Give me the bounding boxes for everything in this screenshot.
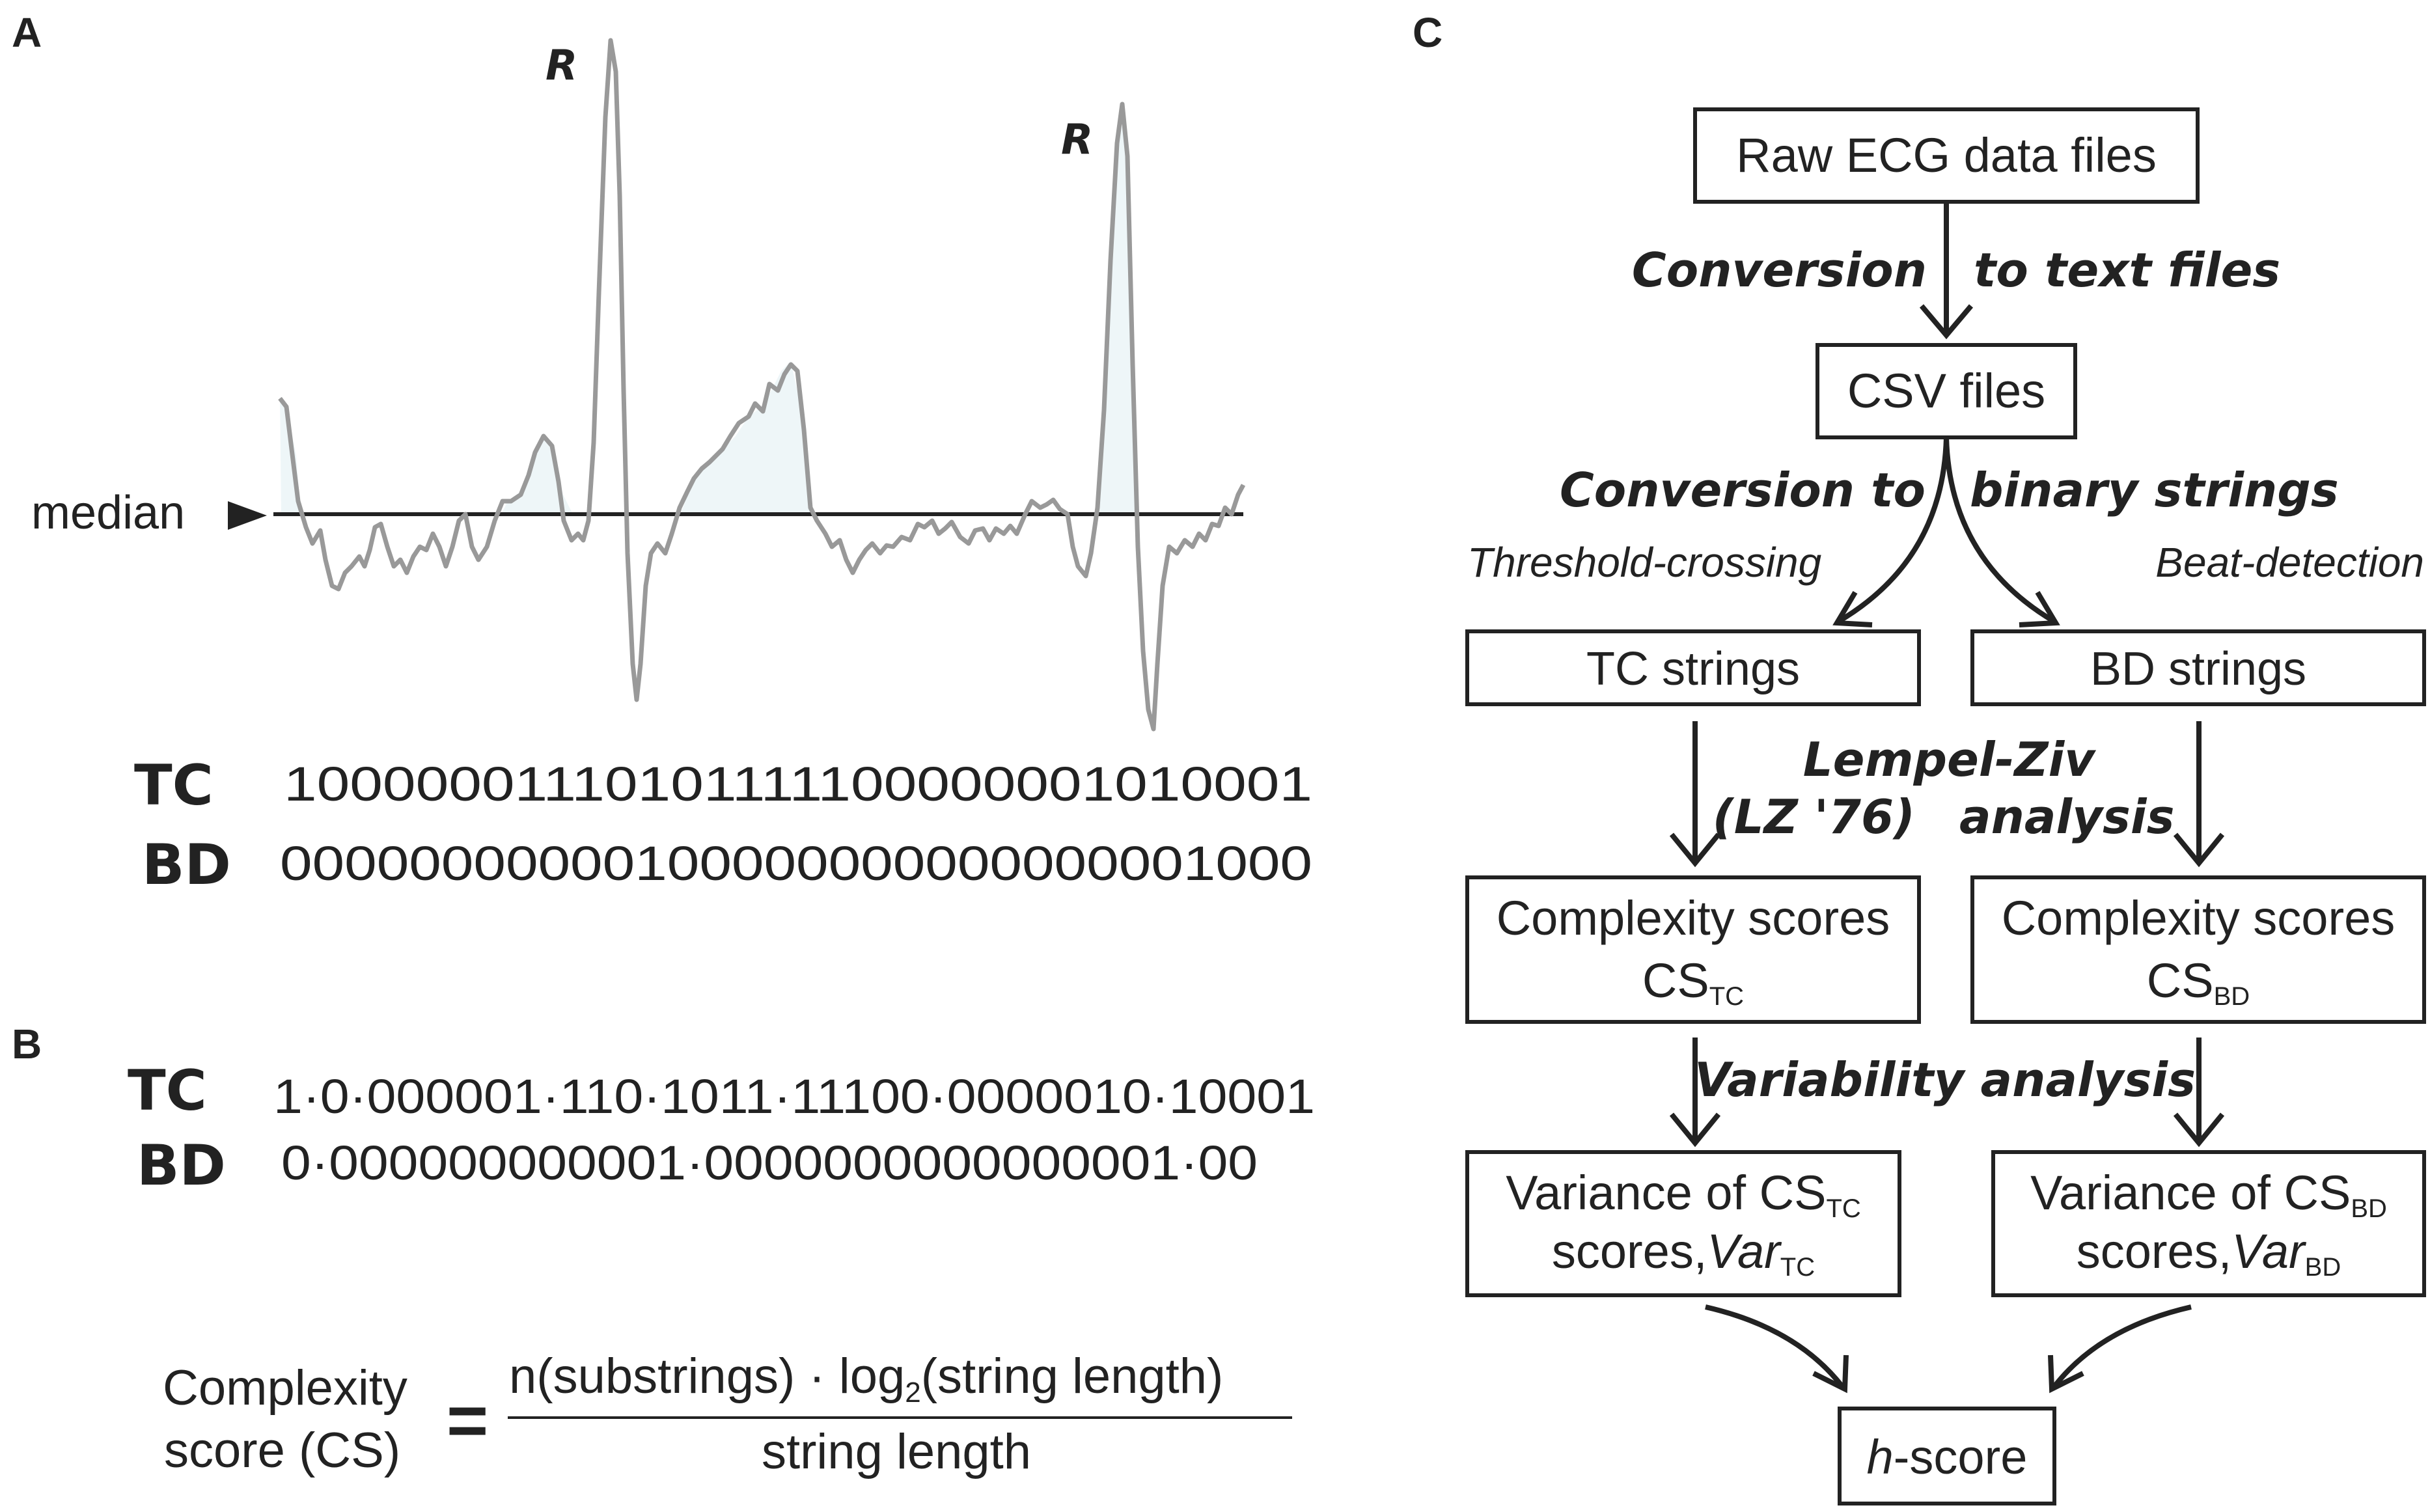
box-cs-tc-line2: CSTC (1642, 954, 1744, 1011)
formula-equals: = (447, 1381, 488, 1461)
box-csv-label: CSV files (1847, 364, 2045, 418)
arrowhead-var-bd-to-h (2048, 1354, 2084, 1394)
complexity-formula: Complexity score (CS) = n(substrings) · … (163, 1349, 1292, 1479)
ecg-trace-group (228, 38, 1246, 732)
r-peak-label-1: R (545, 42, 577, 90)
arrowhead-cs-bd-to-var (2173, 1112, 2225, 1148)
bd-parsed-string: 0·000000000001·0000000000000001·00 (281, 1136, 1258, 1190)
formula-num-right: (string length) (921, 1349, 1224, 1404)
var-bd-var: Var (2231, 1224, 2307, 1278)
var-tc-line1-text: Variance of CS (1506, 1166, 1826, 1220)
step4-label: Variability analysis (1694, 1052, 2196, 1107)
step3-label-line2-right: analysis (1959, 790, 2174, 844)
tc-label-b: TC (128, 1058, 207, 1123)
var-tc-line1-sub: TC (1826, 1194, 1860, 1223)
formula-num-sub: 2 (905, 1377, 920, 1409)
box-h-score-label: h-score (1867, 1430, 2028, 1484)
box-raw-ecg (1693, 107, 2200, 204)
box-csv (1816, 343, 2077, 439)
formula-num-left: n(substrings) · log (509, 1349, 905, 1404)
box-cs-bd-line1: Complexity scores (2002, 891, 2395, 945)
box-cs-tc (1465, 875, 1921, 1024)
box-var-bd (1991, 1150, 2426, 1297)
box-cs-tc-line1: Complexity scores (1497, 891, 1890, 945)
method-bd-label: Beat-detection (2155, 539, 2424, 586)
box-h-score (1838, 1407, 2056, 1505)
r-peak-label-2: R (1061, 116, 1093, 164)
box-var-tc-line2: scores,VarTC (1552, 1224, 1815, 1282)
var-tc-line2-text: scores, (1552, 1224, 1707, 1278)
box-bd-strings (1970, 629, 2426, 706)
method-tc-label: Threshold-crossing (1467, 539, 1822, 586)
box-cs-bd (1970, 875, 2426, 1024)
formula-lhs-line2: score (CS) (164, 1423, 400, 1478)
step3-label-line1: Lempel-Ziv (1803, 732, 2097, 787)
arrow-csv-to-bd (1944, 437, 2056, 624)
box-bd-strings-label: BD strings (2090, 643, 2306, 695)
median-arrow-icon (228, 501, 267, 530)
var-bd-line2-text: scores, (2077, 1224, 2232, 1278)
panel-b-label: B (12, 1021, 42, 1067)
h-score-rest: -score (1894, 1430, 2028, 1484)
panel-c-label: C (1413, 9, 1443, 56)
tc-label-a: TC (134, 753, 214, 818)
var-tc-var: Var (1707, 1224, 1782, 1278)
var-tc-var-sub: TC (1780, 1253, 1815, 1282)
step1-label-right: to text files (1974, 243, 2280, 297)
step3-label-line2-left: (LZ '76) (1713, 790, 1915, 844)
ecg-trace (278, 38, 1246, 732)
var-bd-line1-text: Variance of CS (2030, 1166, 2351, 1220)
arrowhead-tc-to-cs (1669, 832, 1721, 868)
box-raw-ecg-label: Raw ECG data files (1736, 128, 2157, 182)
box-tc-strings (1465, 629, 1921, 706)
formula-denominator: string length (762, 1424, 1031, 1479)
panel-a-label: A (12, 9, 42, 56)
box-cs-bd-line2: CSBD (2147, 954, 2250, 1011)
arrow-csv-to-tc (1836, 437, 1949, 624)
step1-label-left: Conversion (1632, 243, 1927, 297)
box-var-bd-line2: scores,VarBD (2077, 1224, 2341, 1282)
arrowhead-raw-to-csv (1919, 304, 1974, 340)
bd-string: 00000000000100000000000000001000 (280, 836, 1312, 890)
arrowhead-csv-to-tc (1832, 590, 1873, 627)
arrowhead-var-tc-to-h (1812, 1354, 1849, 1394)
step2-label-left: Conversion to (1560, 463, 1926, 517)
arrowhead-csv-to-bd (2019, 590, 2060, 627)
box-var-bd-line1: Variance of CSBD (2030, 1166, 2387, 1223)
arrow-var-tc-to-h (1705, 1304, 1845, 1388)
arrowhead-bd-to-cs (2173, 832, 2225, 868)
tc-parsed-string: 1·0·000001·110·1011·11100·0000010·10001 (273, 1069, 1315, 1123)
cs-bd-sub: BD (2214, 982, 2250, 1011)
cs-bd-main: CS (2147, 954, 2214, 1008)
var-bd-line1-sub: BD (2351, 1194, 2387, 1223)
arrowhead-cs-tc-to-var (1669, 1112, 1721, 1148)
formula-lhs-line1: Complexity (163, 1360, 407, 1416)
tc-string: 10000001110101111100000001010001 (284, 757, 1312, 811)
median-label: median (31, 487, 185, 539)
step2-label-right: binary strings (1970, 463, 2339, 517)
bd-label-a: BD (142, 832, 231, 898)
bd-label-b: BD (137, 1133, 226, 1198)
cs-tc-main: CS (1642, 954, 1709, 1008)
arrow-var-bd-to-h (2052, 1304, 2192, 1388)
h-score-italic: h (1867, 1430, 1894, 1484)
ecg-above-median-fill-3 (680, 361, 810, 514)
box-var-tc (1465, 1150, 1901, 1297)
box-var-tc-line1: Variance of CSTC (1506, 1166, 1861, 1223)
cs-tc-sub: TC (1709, 982, 1744, 1011)
box-tc-strings-label: TC strings (1586, 643, 1800, 695)
var-bd-var-sub: BD (2305, 1253, 2341, 1282)
formula-numerator: n(substrings) · log2(string length) (509, 1349, 1223, 1409)
